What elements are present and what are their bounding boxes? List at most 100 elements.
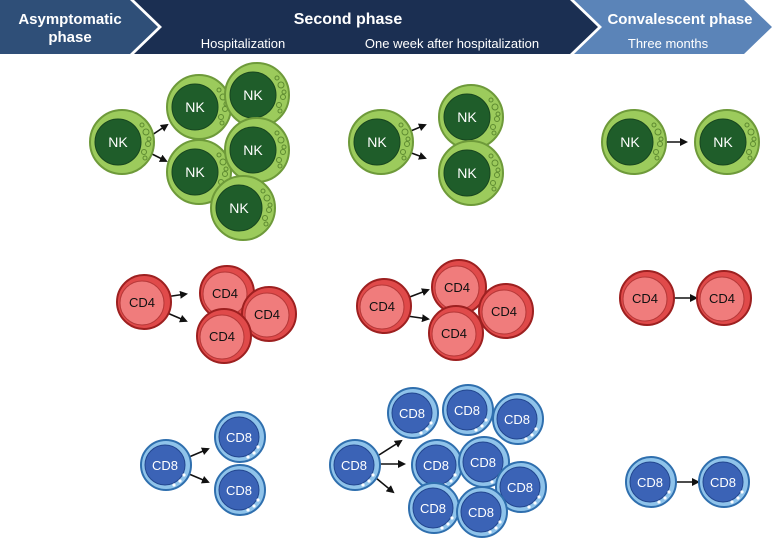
nk-label: NK xyxy=(367,134,387,150)
second-phase-title: Second phase xyxy=(294,11,403,28)
nk-granule xyxy=(751,136,757,142)
cd4-nucleus xyxy=(481,289,527,335)
cd4-source-cell: CD4 xyxy=(356,278,412,334)
cd8-nucleus xyxy=(144,444,186,486)
nk-granule xyxy=(277,163,283,169)
cd4-source-cell: CD4 xyxy=(619,270,675,326)
nk-granule xyxy=(491,130,497,136)
nk-granule xyxy=(281,144,287,150)
cd8-granule xyxy=(537,495,541,499)
nk-granule xyxy=(657,141,663,147)
cd8-granule xyxy=(498,520,502,524)
cd8-granule xyxy=(429,421,433,425)
cd8-granule xyxy=(494,526,498,530)
cd8-granule xyxy=(450,516,454,520)
cd8-granule xyxy=(172,483,176,487)
cd8-granule xyxy=(371,473,375,477)
nk-granule xyxy=(398,122,404,128)
nk-progeny-cell: NK xyxy=(166,139,232,205)
cd8-progeny-cell: CD8 xyxy=(698,456,750,508)
cd8-granule xyxy=(484,418,488,422)
cd4-progeny-cell: CD4 xyxy=(428,305,484,361)
nk-nucleus xyxy=(215,184,263,232)
convalescent-phase-title: Convalescent phase xyxy=(607,11,752,28)
nk-granule xyxy=(491,186,497,192)
nk-progeny-cell: NK xyxy=(438,140,504,206)
nk-granule xyxy=(262,215,268,221)
cd4-label: CD4 xyxy=(212,286,238,301)
nk-granule xyxy=(654,128,662,136)
nk-granule xyxy=(280,94,286,100)
nk-granule xyxy=(219,158,227,166)
nk-progeny-cell: NK xyxy=(694,109,760,175)
nk-label: NK xyxy=(108,134,128,150)
nk-nucleus xyxy=(171,83,219,131)
cd4-progeny-cell: CD4 xyxy=(478,283,534,339)
cd8-source-cell: CD8 xyxy=(625,456,677,508)
nk-granule xyxy=(276,157,282,163)
nk-granule xyxy=(280,149,286,155)
nk-granule xyxy=(405,136,411,142)
cd8-nucleus xyxy=(460,491,502,533)
nk-granule xyxy=(658,136,664,142)
nk-nucleus xyxy=(171,148,219,196)
cd8-granule xyxy=(524,437,528,441)
cd4-progeny-cell: CD4 xyxy=(199,265,255,321)
cd8-label: CD8 xyxy=(226,483,252,498)
nk-granule xyxy=(401,155,407,161)
cd4-label: CD4 xyxy=(129,295,155,310)
nk-granule xyxy=(142,155,148,161)
cd8-granule xyxy=(527,505,531,509)
phase-header: Asymptomatic phase Second phase Hospital… xyxy=(0,0,772,54)
cd8-nucleus xyxy=(496,398,538,440)
nk-granule xyxy=(146,136,152,142)
cd8-granule xyxy=(425,427,429,431)
cd8-granule xyxy=(667,490,671,494)
cd8-granule xyxy=(488,530,492,534)
cd8-granule xyxy=(730,500,734,504)
nk-granule xyxy=(750,141,756,147)
convalescent-phase-banner xyxy=(574,0,772,54)
cd8-granule xyxy=(256,445,260,449)
nk-granule xyxy=(277,136,285,144)
cd8-granule xyxy=(449,479,453,483)
cd8-granule xyxy=(252,504,256,508)
nk-granule xyxy=(145,141,151,147)
nk-granule xyxy=(266,207,272,213)
nk-granule xyxy=(491,103,499,111)
cd8-label: CD8 xyxy=(399,406,425,421)
cd4-progeny-cell: CD4 xyxy=(196,308,252,364)
nk-granule xyxy=(142,128,150,136)
nk-granule xyxy=(490,180,496,186)
nk-granule xyxy=(216,152,222,158)
nk-granule xyxy=(404,141,410,147)
cd8-progeny-cell: CD8 xyxy=(442,384,494,436)
cd8-granule xyxy=(367,479,371,483)
nk-label: NK xyxy=(243,142,263,158)
nk-label: NK xyxy=(185,99,205,115)
nk-granule xyxy=(747,128,755,136)
expansion-arrow xyxy=(188,447,210,458)
nk-source-cell: NK xyxy=(348,109,414,175)
cd8-nucleus xyxy=(412,487,454,529)
cd4-label: CD4 xyxy=(209,329,235,344)
asymptomatic-title-line1: Asymptomatic xyxy=(18,11,121,28)
cd4-label: CD4 xyxy=(709,291,735,306)
cd4-nucleus xyxy=(119,280,165,326)
convalescent-subtitle: Three months xyxy=(628,36,709,51)
nk-granule xyxy=(488,153,494,159)
nk-granule xyxy=(494,172,500,178)
expansion-arrow xyxy=(406,288,430,299)
cd4-label: CD4 xyxy=(254,307,280,322)
nk-granule xyxy=(267,202,273,208)
nk-nucleus xyxy=(94,118,142,166)
cd8-label: CD8 xyxy=(470,455,496,470)
cd8-nucleus xyxy=(218,469,260,511)
cd8-granule xyxy=(480,424,484,428)
cd8-nucleus xyxy=(629,461,671,503)
cd4-label: CD4 xyxy=(444,280,470,295)
nk-granule xyxy=(260,188,266,194)
hospitalization-subtitle: Hospitalization xyxy=(201,36,286,51)
cd8-progeny-cell: CD8 xyxy=(492,393,544,445)
nk-granule xyxy=(495,111,501,117)
